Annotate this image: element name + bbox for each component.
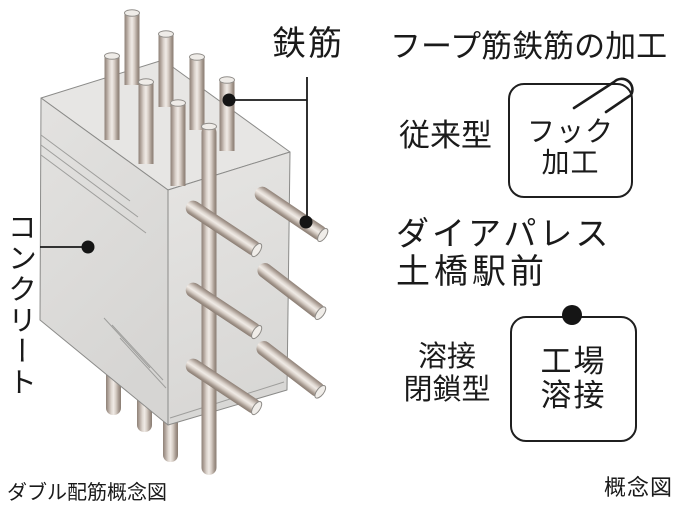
weld-dot-icon [562, 305, 582, 325]
vertical-rebars-inner-row [104, 52, 186, 186]
property-name-line1: ダイアパレス [396, 217, 612, 253]
weld-box-line2: 溶接 [540, 378, 607, 413]
rebar-callout-dot [222, 93, 236, 107]
conventional-type-label: 従来型 [399, 118, 492, 153]
hook-box-line1: フック [526, 116, 614, 148]
hook-box-line2: 加工 [541, 147, 600, 179]
rebar-leader-line [229, 77, 308, 222]
rebar-callout-dot [299, 215, 313, 229]
weld-box-line1: 工場 [540, 344, 607, 379]
panel-title: フープ筋鉄筋の加工 [390, 29, 668, 64]
welded-closed-type-label: 溶接 閉鎖型 [397, 341, 497, 407]
welded-label-line1: 溶接 [417, 341, 476, 373]
stirrup-bars-front [185, 200, 263, 416]
left-caption: ダブル配筋概念図 [7, 482, 167, 504]
right-caption: 概念図 [604, 475, 674, 500]
welded-label-line2: 閉鎖型 [403, 374, 491, 406]
hook-icon [572, 77, 634, 114]
concrete-callout-dot [81, 240, 95, 254]
rebar-label: 鉄筋 [272, 26, 344, 63]
weld-box-text: 工場 溶接 [541, 345, 607, 413]
hook-box-text: フック 加工 [527, 117, 614, 179]
weld-box: 工場 溶接 [510, 316, 637, 442]
concrete-label: コンクリート [3, 212, 36, 398]
property-name-line2: 土橋駅前 [396, 254, 548, 291]
cut-hatch-lines [40, 134, 285, 419]
protruding-rebars-right [254, 186, 329, 399]
hook-box: フック 加工 [508, 83, 633, 198]
concrete-rebar-illustration [39, 9, 329, 475]
vertical-rebars-outer-row [124, 9, 235, 151]
